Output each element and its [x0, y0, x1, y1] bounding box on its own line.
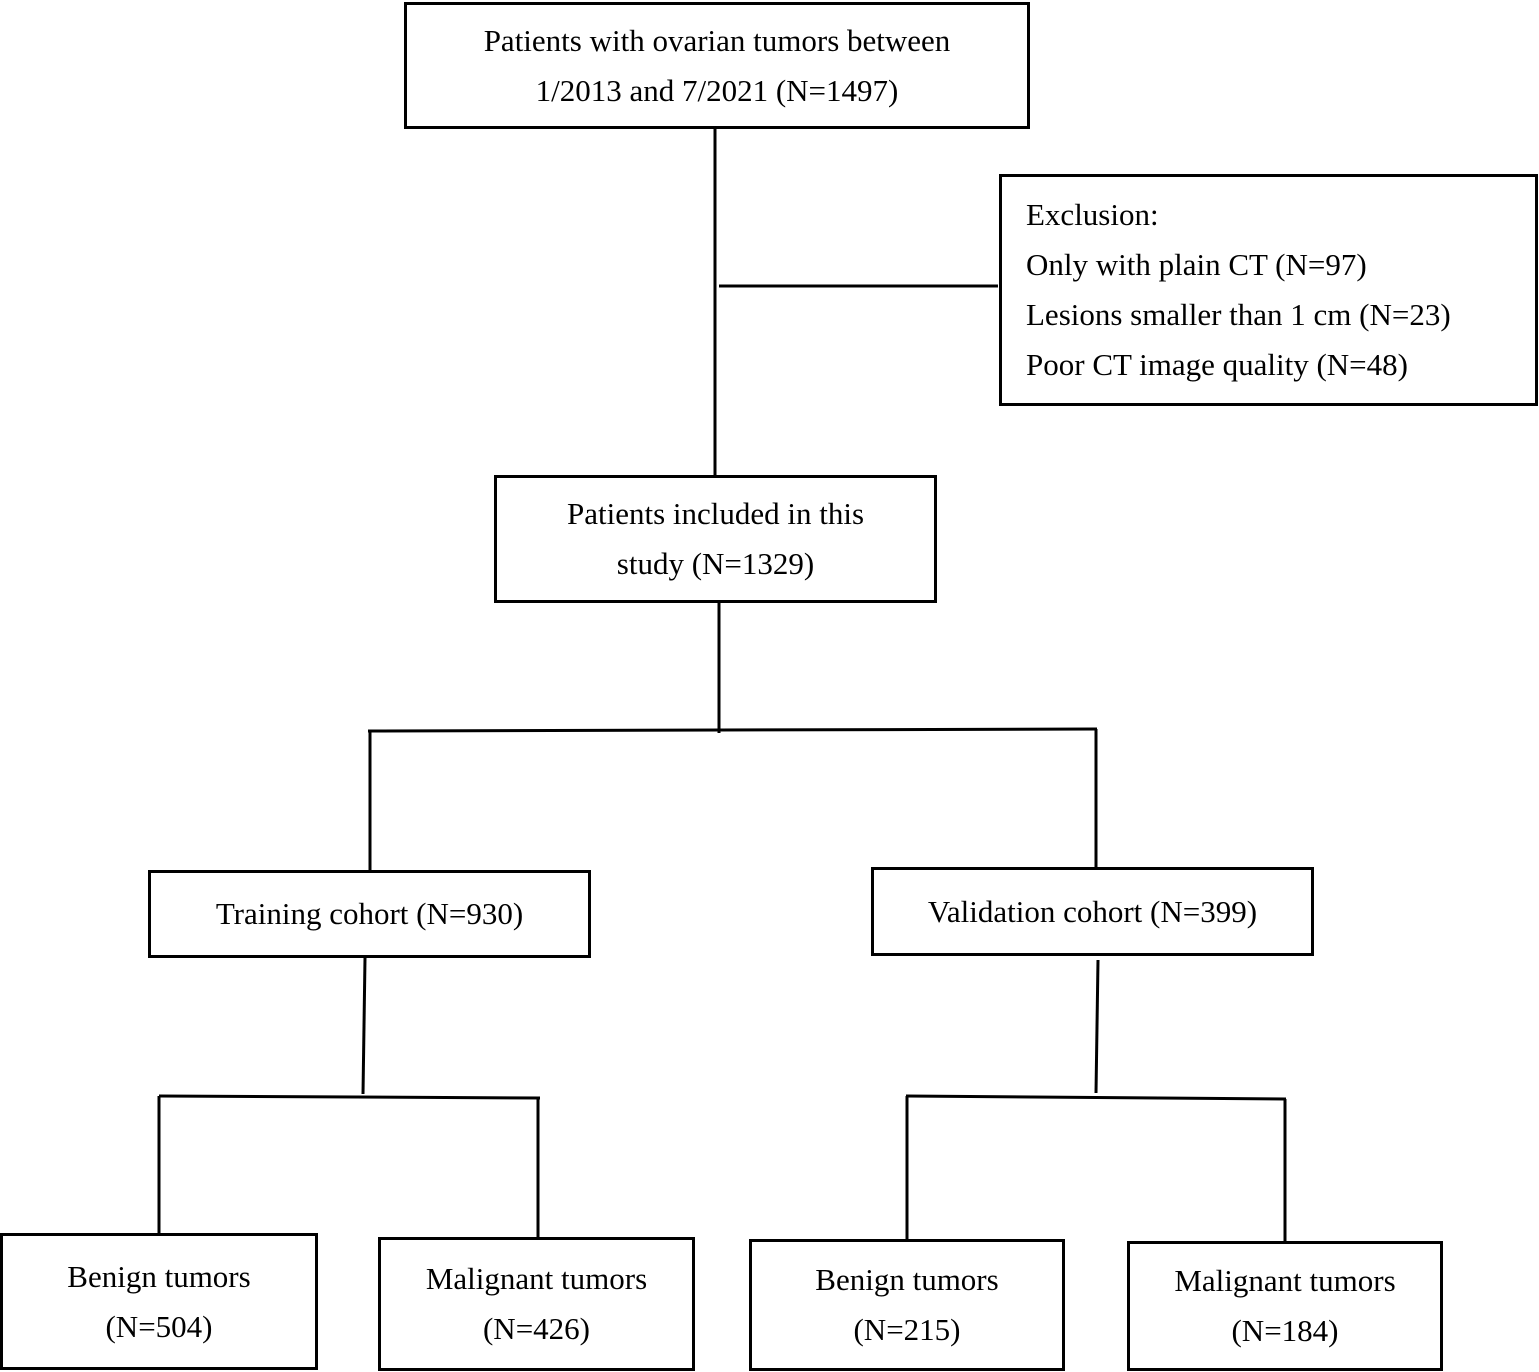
- training-benign-box: Benign tumors (N=504): [0, 1233, 318, 1370]
- exclusion-item: Poor CT image quality (N=48): [1026, 347, 1408, 382]
- validation-cohort-box: Validation cohort (N=399): [871, 867, 1314, 956]
- included-patients-box: Patients included in this study (N=1329): [494, 475, 937, 603]
- training-benign-line-1: Benign tumors: [67, 1258, 251, 1294]
- connector-cohort-split: [367, 727, 1098, 733]
- exclusion-item: Only with plain CT (N=97): [1026, 247, 1367, 282]
- included-line-1: Patients included in this: [566, 496, 865, 531]
- validation-benign-line-1: Benign tumors: [815, 1262, 999, 1297]
- included-line-2: study (N=1329): [616, 546, 815, 581]
- training-benign-line-2: (N=504): [105, 1308, 213, 1344]
- validation-benign-box: Benign tumors (N=215): [749, 1239, 1065, 1371]
- validation-benign-line-2: (N=215): [853, 1312, 961, 1347]
- connector-validation-split: [905, 1094, 1287, 1101]
- connector-validation-down: [1094, 959, 1100, 1094]
- exclusion-item: Lesions smaller than 1 cm (N=23): [1026, 297, 1451, 332]
- validation-malignant-box: Malignant tumors (N=184): [1127, 1241, 1443, 1371]
- training-malignant-line-2: (N=426): [482, 1311, 591, 1346]
- training-cohort-box: Training cohort (N=930): [148, 870, 591, 958]
- exclusion-box: Exclusion: Only with plain CT (N=97) Les…: [999, 174, 1538, 406]
- validation-cohort-label: Validation cohort (N=399): [927, 893, 1258, 929]
- connector-training-down: [361, 957, 367, 1095]
- validation-malignant-line-1: Malignant tumors: [1174, 1263, 1396, 1298]
- source-line-2: 1/2013 and 7/2021 (N=1497): [535, 72, 899, 108]
- validation-malignant-line-2: (N=184): [1231, 1313, 1339, 1348]
- training-cohort-label: Training cohort (N=930): [215, 896, 524, 931]
- training-malignant-line-1: Malignant tumors: [425, 1261, 648, 1296]
- exclusion-title: Exclusion:: [1026, 197, 1159, 232]
- source-patients-box: Patients with ovarian tumors between 1/2…: [404, 2, 1030, 129]
- training-malignant-box: Malignant tumors (N=426): [378, 1237, 695, 1371]
- connector-training-split: [158, 1094, 541, 1100]
- source-line-1: Patients with ovarian tumors between: [483, 22, 951, 58]
